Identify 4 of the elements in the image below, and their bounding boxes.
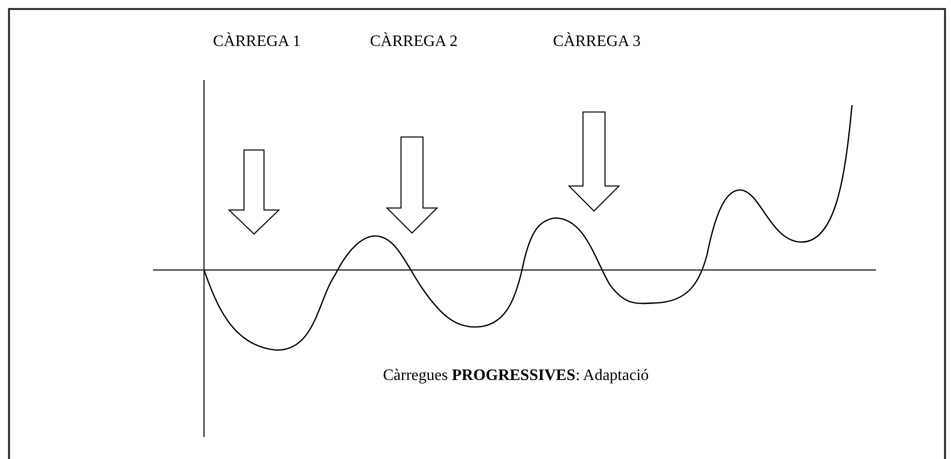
caption-text: Càrregues PROGRESSIVES: Adaptació (383, 368, 649, 384)
load-label: CÀRREGA 1 (213, 34, 301, 50)
load-label: CÀRREGA 2 (370, 34, 458, 50)
load-label: CÀRREGA 3 (553, 34, 641, 50)
